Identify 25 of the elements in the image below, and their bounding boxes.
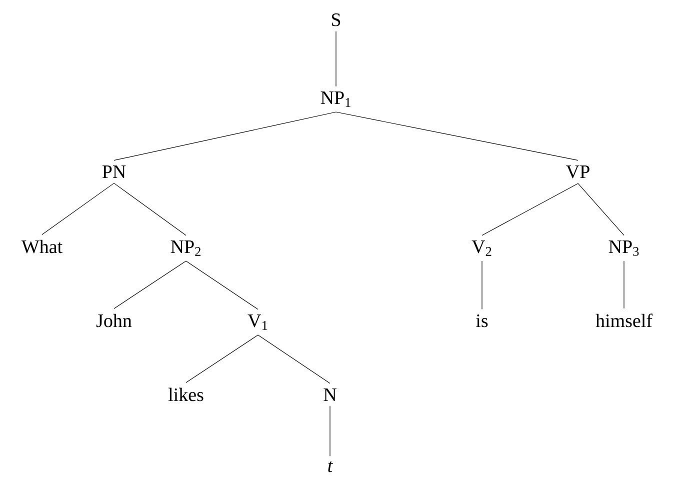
- tree-label: himself: [596, 314, 652, 328]
- branch-line: [336, 112, 578, 161]
- branch-line: [42, 182, 114, 235]
- branch-line: [258, 334, 330, 384]
- tree-label: NP$_{3}$: [608, 240, 639, 256]
- branch-line: [482, 183, 578, 236]
- branch-line: [114, 182, 186, 236]
- tree-label: V$_{1}$: [248, 314, 268, 330]
- tree-label: John: [96, 314, 132, 328]
- branch-line: [186, 260, 258, 310]
- tree-label: N: [324, 388, 336, 401]
- tree-label: VP: [566, 166, 590, 178]
- tree-label: S: [332, 13, 340, 26]
- branch-line: [114, 112, 336, 161]
- tree-label: What: [21, 240, 62, 254]
- tree-label: NP$_{2}$: [170, 240, 200, 256]
- tree-label: NP$_{1}$: [320, 92, 350, 107]
- tree-label: t: [328, 461, 334, 472]
- tree-label: is: [476, 314, 488, 328]
- branch-line: [114, 260, 186, 309]
- tree-label: likes: [168, 388, 204, 402]
- branch-line: [578, 183, 624, 236]
- tree-label: V$_{2}$: [472, 240, 492, 256]
- tree-label: PN: [102, 166, 126, 178]
- branch-line: [186, 334, 258, 383]
